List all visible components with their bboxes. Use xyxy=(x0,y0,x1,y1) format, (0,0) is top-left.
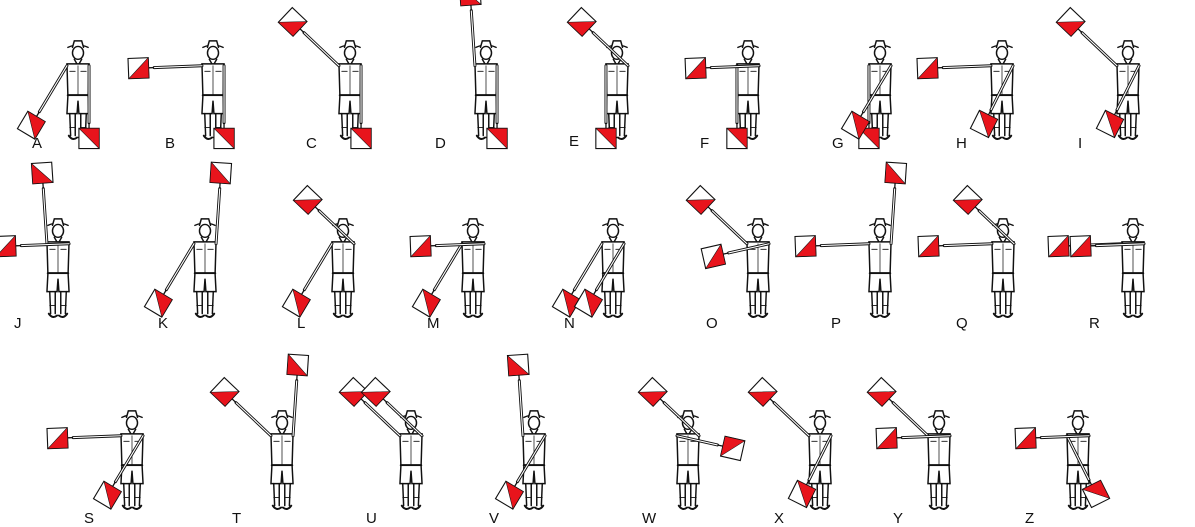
semaphore-figure-h xyxy=(917,41,1013,139)
semaphore-figure-t xyxy=(210,354,308,509)
letter-label-k: K xyxy=(158,315,168,332)
letter-label-c: C xyxy=(306,135,317,152)
flag-left-a xyxy=(79,123,99,149)
flag-left-y xyxy=(876,427,903,448)
flag-right-l xyxy=(282,285,313,318)
letter-label-y: Y xyxy=(893,510,903,527)
semaphore-figure-w xyxy=(638,378,744,509)
letter-label-r: R xyxy=(1089,315,1100,332)
flag-right-w xyxy=(715,435,745,460)
letter-label-o: O xyxy=(706,315,718,332)
letter-label-b: B xyxy=(165,135,175,152)
flag-right-q xyxy=(918,235,945,256)
flag-right-s xyxy=(47,427,74,448)
semaphore-figure-e xyxy=(567,8,628,149)
semaphore-figure-i xyxy=(1056,8,1139,139)
letter-label-q: Q xyxy=(956,315,968,332)
letter-label-u: U xyxy=(366,510,377,527)
semaphore-figure-s xyxy=(47,411,143,509)
flag-right-h xyxy=(917,57,944,78)
semaphore-figure-d xyxy=(459,0,507,149)
flag-left-r xyxy=(1070,235,1097,256)
semaphore-figure-m xyxy=(410,219,484,317)
flag-left-c xyxy=(351,123,371,149)
semaphore-figure-a xyxy=(17,41,99,149)
letter-label-l: L xyxy=(297,315,305,332)
letter-label-w: W xyxy=(642,510,657,527)
semaphore-figure-c xyxy=(278,8,371,149)
letter-label-g: G xyxy=(832,135,844,152)
letter-label-j: J xyxy=(14,315,22,332)
semaphore-figure-n xyxy=(552,219,624,317)
flag-left-b xyxy=(214,123,234,149)
letter-label-s: S xyxy=(84,510,94,527)
letter-label-x: X xyxy=(774,510,784,527)
flag-left-s xyxy=(94,477,125,510)
flag-left-p xyxy=(885,162,907,189)
semaphore-figure-g xyxy=(842,41,892,149)
letter-label-h: H xyxy=(956,135,967,152)
letter-label-z: Z xyxy=(1025,510,1034,527)
semaphore-figure-k xyxy=(144,162,231,317)
semaphore-figure-o xyxy=(686,186,769,317)
flag-left-m xyxy=(410,235,437,256)
semaphore-figure-r xyxy=(1048,219,1144,317)
flag-left-f xyxy=(685,57,712,78)
semaphore-figure-f xyxy=(685,41,759,149)
flag-left-z xyxy=(1015,427,1042,448)
flag-right-k xyxy=(144,285,175,318)
letter-label-m: M xyxy=(427,315,440,332)
flag-right-j xyxy=(31,162,53,189)
semaphore-figure-b xyxy=(128,41,234,149)
semaphore-figure-x xyxy=(748,378,831,509)
flag-right-e xyxy=(596,123,616,149)
letter-label-f: F xyxy=(700,135,709,152)
flag-left-j xyxy=(0,235,22,256)
letter-label-p: P xyxy=(831,315,841,332)
flag-left-n xyxy=(575,285,606,318)
flag-left-k xyxy=(210,162,232,189)
letter-label-d: D xyxy=(435,135,446,152)
flag-left-o xyxy=(701,243,731,268)
semaphore-figure-j xyxy=(0,162,69,317)
flag-right-m xyxy=(412,285,443,318)
semaphore-figure-z xyxy=(1015,411,1110,509)
flag-right-f xyxy=(727,123,747,149)
letter-label-i: I xyxy=(1078,135,1082,152)
flag-right-v xyxy=(507,354,529,381)
letter-label-n: N xyxy=(564,315,575,332)
flag-right-p xyxy=(795,235,822,256)
flag-right-b xyxy=(128,57,155,78)
letter-label-a: A xyxy=(32,135,42,152)
flag-left-d xyxy=(487,123,507,149)
letter-label-t: T xyxy=(232,510,241,527)
flag-left-t xyxy=(287,354,309,381)
letter-label-v: V xyxy=(489,510,499,527)
semaphore-figure-q xyxy=(918,186,1014,317)
semaphore-figure-u xyxy=(339,378,422,509)
flag-left-v xyxy=(496,477,527,510)
semaphore-figure-y xyxy=(867,378,950,509)
semaphore-figure-v xyxy=(496,354,546,509)
semaphore-figure-p xyxy=(795,162,907,317)
letter-label-e: E xyxy=(569,133,579,150)
semaphore-figure-l xyxy=(282,186,354,317)
